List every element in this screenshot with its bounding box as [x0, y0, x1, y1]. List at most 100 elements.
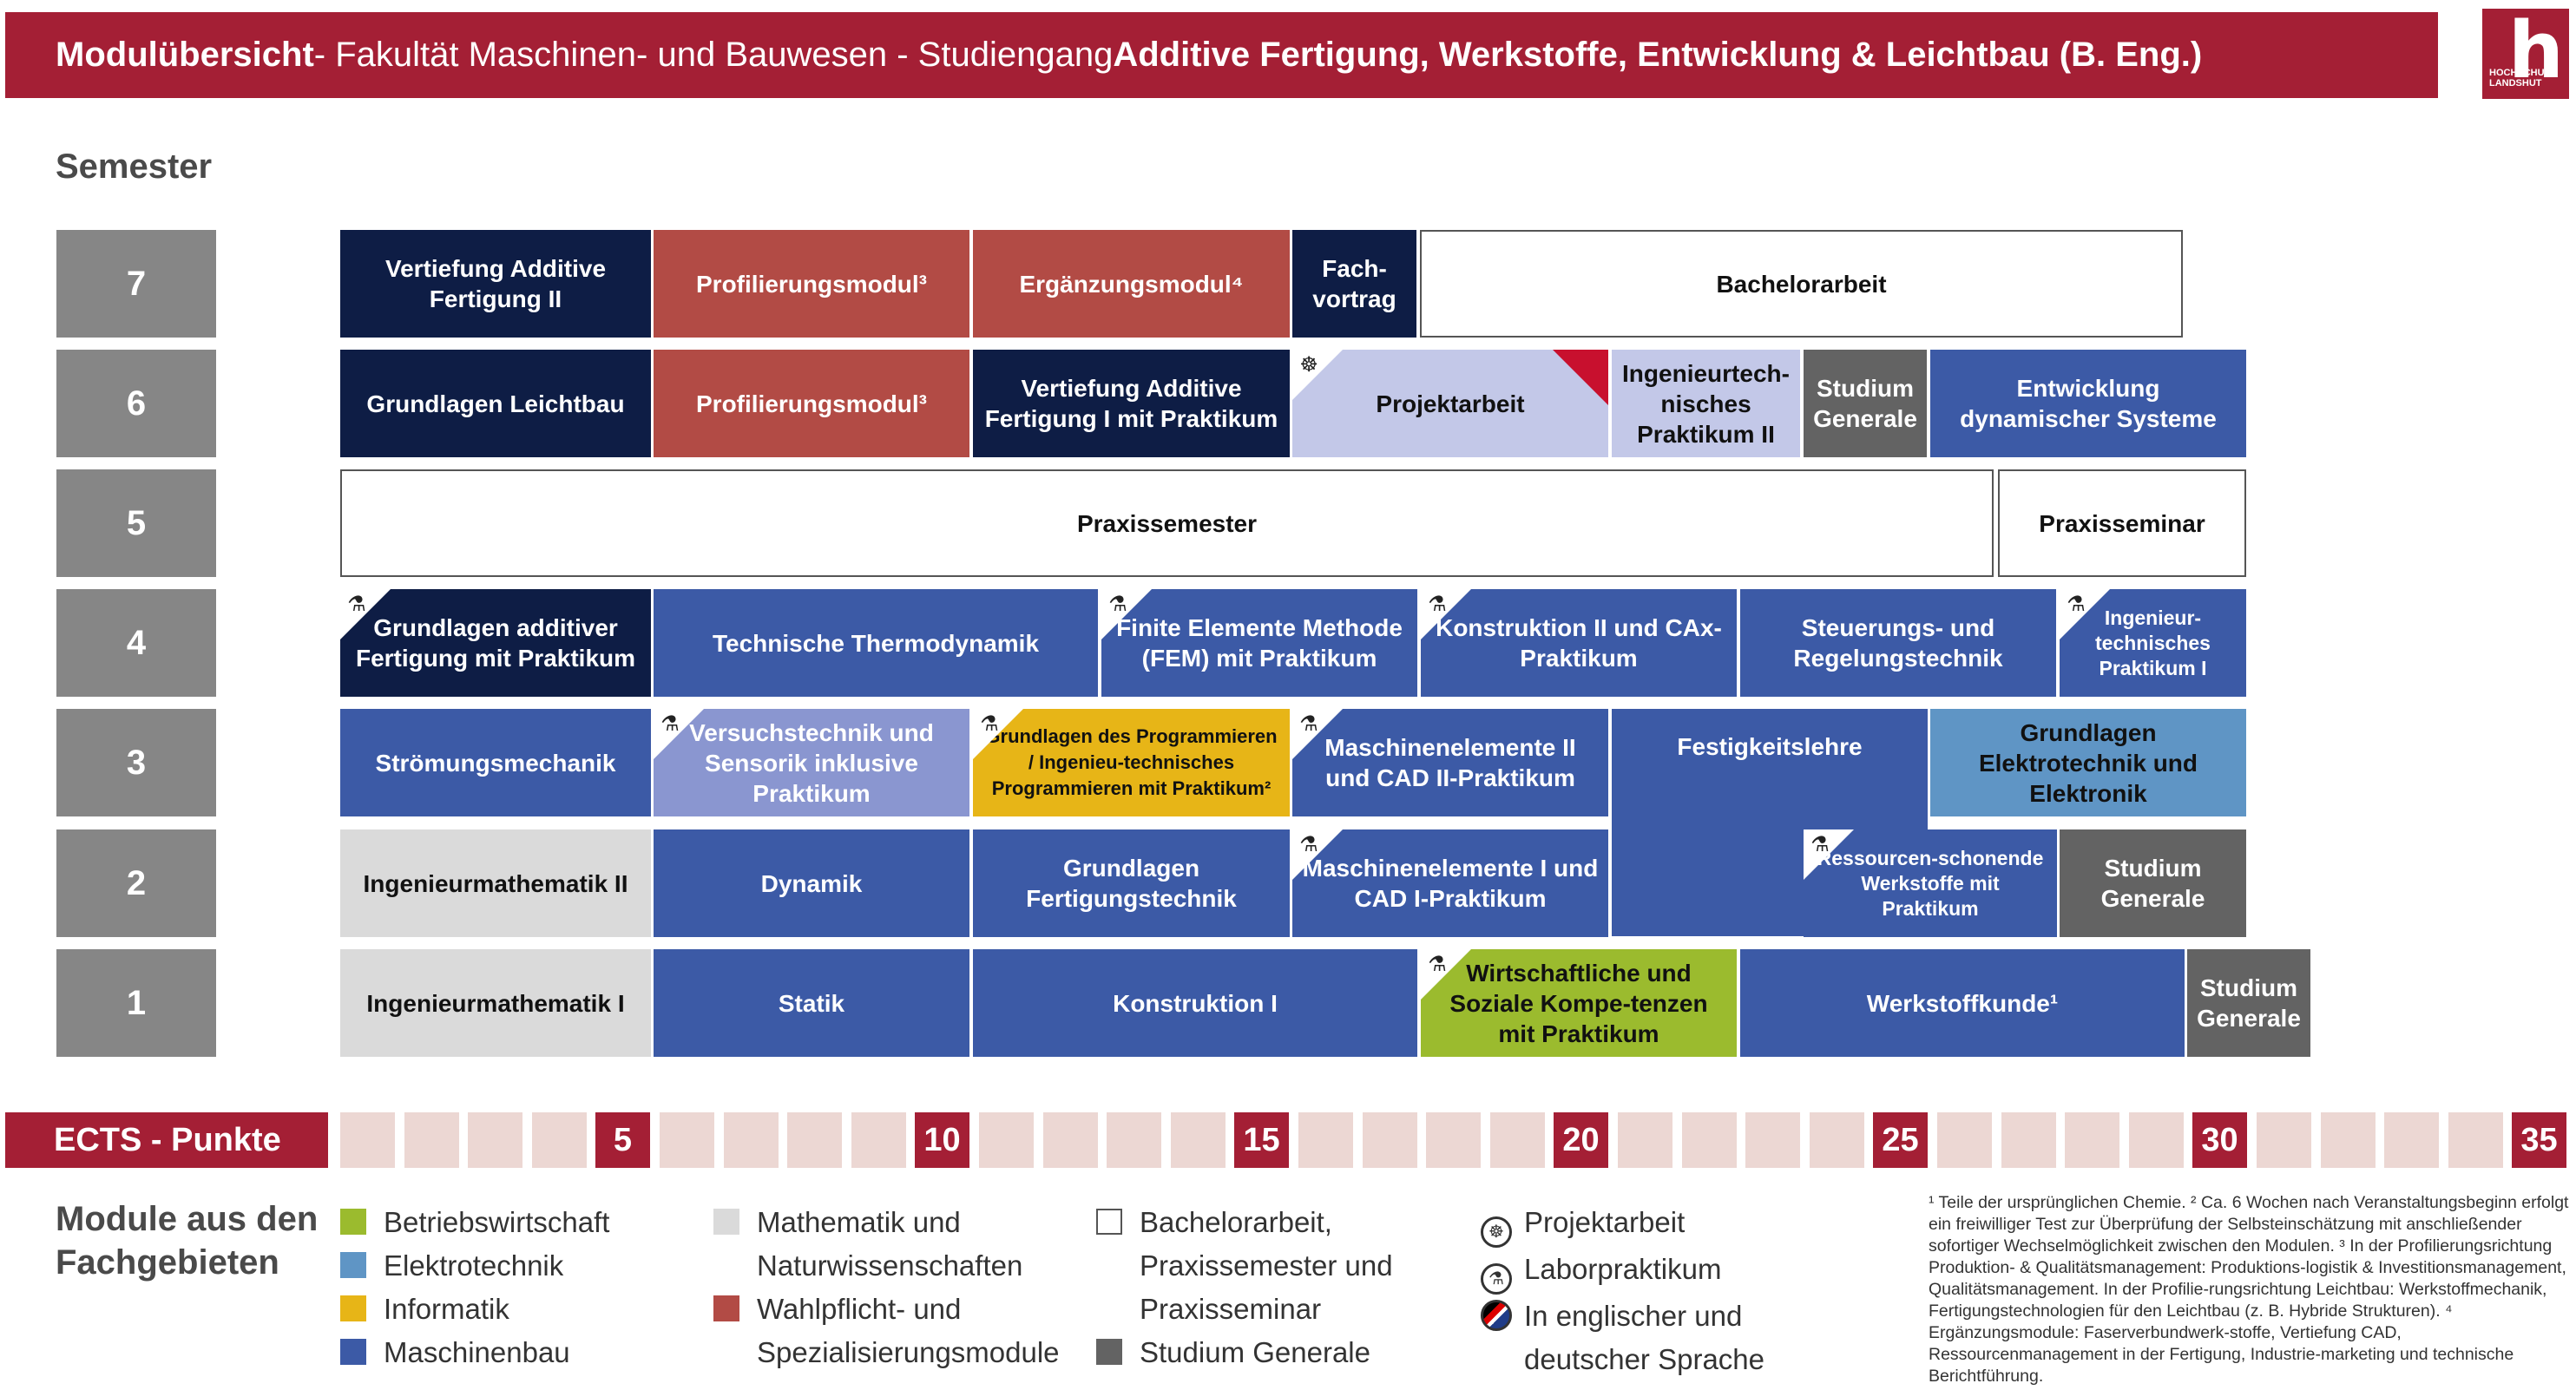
ects-box — [2321, 1112, 2376, 1168]
legend-betriebswirtschaft: Betriebswirtschaft — [340, 1201, 609, 1244]
semester-heading: Semester — [56, 148, 213, 186]
module-versuchstechnik-sensorik: ⚗Versuchstechnik und Sensorik inklusive … — [654, 709, 969, 816]
module-festigkeitslehre: Festigkeitslehre — [1612, 709, 1928, 936]
swatch-icon — [340, 1209, 366, 1235]
swatch-icon — [340, 1295, 366, 1321]
module-profilierungsmodul-6: Profilierungsmodul³ — [654, 350, 969, 457]
semester-7-label: 7 — [56, 230, 216, 338]
module-wirtschaftliche-soziale-kompetenzen: ⚗Wirtschaftliche und Soziale Kompe-tenze… — [1421, 949, 1737, 1057]
module-studium-generale-2: Studium Generale — [2060, 829, 2246, 937]
ects-box — [2001, 1112, 2056, 1168]
ects-box — [532, 1112, 587, 1168]
ects-box — [1810, 1112, 1864, 1168]
lab-icon: ⚗ — [1428, 593, 1447, 616]
lab-icon: ⚗ — [1108, 593, 1127, 616]
semester-5-label: 5 — [56, 469, 216, 577]
module-ingenieurtechnisches-praktikum-2: Ingenieurtech-nisches Praktikum II — [1612, 350, 1800, 457]
legend-maschinenbau: Maschinenbau — [340, 1331, 609, 1374]
lab-icon: ⚗ — [347, 593, 366, 616]
module-fachvortrag: Fach-vortrag — [1292, 230, 1416, 338]
module-ergaenzungsmodul: Ergänzungsmodul⁴ — [973, 230, 1290, 338]
ects-box — [2384, 1112, 2439, 1168]
ects-box — [1426, 1112, 1481, 1168]
ects-box — [1490, 1112, 1545, 1168]
ects-box — [1298, 1112, 1353, 1168]
swatch-icon — [713, 1295, 739, 1321]
module-grundlagen-additiver-fertigung: ⚗Grundlagen additiver Fertigung mit Prak… — [340, 589, 651, 697]
project-icon: ☸ — [1299, 353, 1318, 377]
module-maschinenelemente-2: ⚗Maschinenelemente II und CAD II-Praktik… — [1292, 709, 1608, 816]
module-ingenieurtechnisches-praktikum-1: ⚗Ingenieur-technisches Praktikum I — [2060, 589, 2246, 697]
module-technische-thermodynamik: Technische Thermodynamik — [654, 589, 1098, 697]
semester-4-label: 4 — [56, 589, 216, 697]
module-profilierungsmodul-7: Profilierungsmodul³ — [654, 230, 969, 338]
ects-box — [1937, 1112, 1992, 1168]
module-statik: Statik — [654, 949, 969, 1057]
module-grundlagen-leichtbau: Grundlagen Leichtbau — [340, 350, 651, 457]
module-maschinenelemente-1: ⚗Maschinenelemente I und CAD I-Praktikum — [1292, 829, 1608, 937]
ects-box — [2448, 1112, 2503, 1168]
module-vertiefung-additive-fertigung-1: Vertiefung Additive Fertigung I mit Prak… — [973, 350, 1290, 457]
semester-2-label: 2 — [56, 829, 216, 937]
ects-box — [1745, 1112, 1800, 1168]
ects-box — [2065, 1112, 2119, 1168]
language-flag-icon — [1481, 1300, 1512, 1331]
swatch-icon — [340, 1339, 366, 1365]
module-ressourcenschonende-werkstoffe: ⚗Ressourcen-schonende Werkstoffe mit Pra… — [1804, 829, 2057, 937]
module-praxisseminar: Praxisseminar — [1998, 469, 2246, 577]
ects-label: ECTS - Punkte — [5, 1112, 328, 1168]
module-studium-generale-6: Studium Generale — [1804, 350, 1927, 457]
module-bachelorarbeit: Bachelorarbeit — [1420, 230, 2183, 338]
ects-box — [1043, 1112, 1098, 1168]
lab-icon: ⚗ — [980, 712, 999, 736]
ects-box — [340, 1112, 395, 1168]
legend-elektrotechnik: Elektrotechnik — [340, 1244, 609, 1288]
legend-col-4: ☸Projektarbeit ⚗Laborpraktikum In englis… — [1481, 1201, 1764, 1381]
ects-box — [851, 1112, 906, 1168]
ects-marker-10: 10 — [915, 1112, 969, 1168]
ects-box — [787, 1112, 842, 1168]
ects-box — [2257, 1112, 2311, 1168]
legend-col-2: Mathematik und Naturwissenschaften Wahlp… — [713, 1201, 1060, 1374]
language-flag-icon — [1553, 350, 1608, 405]
semester-1-label: 1 — [56, 949, 216, 1057]
ects-box — [1618, 1112, 1672, 1168]
ects-marker-20: 20 — [1554, 1112, 1608, 1168]
module-konstruktion-1: Konstruktion I — [973, 949, 1417, 1057]
module-entwicklung-dynamischer-systeme: Entwicklung dynamischer Systeme — [1930, 350, 2246, 457]
swatch-icon — [1096, 1339, 1122, 1365]
ects-box — [404, 1112, 459, 1168]
module-praxissemester: Praxissemester — [340, 469, 1994, 577]
module-grundlagen-elektrotechnik: Grundlagen Elektrotechnik und Elektronik — [1930, 709, 2246, 816]
ects-box — [1107, 1112, 1161, 1168]
lab-icon: ⚗ — [1481, 1263, 1512, 1295]
legend-col-3: Bachelorarbeit, Praxissemester und Praxi… — [1096, 1201, 1393, 1374]
semester-3-label: 3 — [56, 709, 216, 816]
ects-box — [468, 1112, 522, 1168]
ects-marker-15: 15 — [1234, 1112, 1289, 1168]
module-stroemungsmechanik: Strömungsmechanik — [340, 709, 651, 816]
module-vertiefung-additive-fertigung-2: Vertiefung Additive Fertigung II — [340, 230, 651, 338]
footnotes: ¹ Teile der ursprünglichen Chemie. ² Ca.… — [1929, 1193, 2569, 1386]
module-konstruktion-2: ⚗Konstruktion II und CAx-Praktikum — [1421, 589, 1737, 697]
swatch-icon — [1096, 1209, 1122, 1235]
legend-col-1: Betriebswirtschaft Elektrotechnik Inform… — [340, 1201, 609, 1374]
module-ingenieurmathematik-2: Ingenieurmathematik II — [340, 829, 651, 937]
module-grundlagen-programmieren: ⚗Grundlagen des Programmieren / Ingenieu… — [973, 709, 1290, 816]
ects-box — [1682, 1112, 1737, 1168]
lab-icon: ⚗ — [1810, 833, 1830, 856]
page-title: Modulübersicht - Fakultät Maschinen- und… — [5, 12, 2438, 98]
lab-icon: ⚗ — [1299, 712, 1318, 736]
ects-marker-35: 35 — [2512, 1112, 2566, 1168]
ects-box — [724, 1112, 779, 1168]
module-werkstoffkunde: Werkstoffkunde¹ — [1740, 949, 2185, 1057]
project-icon: ☸ — [1481, 1216, 1512, 1248]
module-steuerungs-regelungstechnik: Steuerungs- und Regelungstechnik — [1740, 589, 2056, 697]
module-fem: ⚗Finite Elemente Methode (FEM) mit Prakt… — [1101, 589, 1417, 697]
lab-icon: ⚗ — [1299, 833, 1318, 856]
ects-box — [979, 1112, 1034, 1168]
ects-marker-5: 5 — [595, 1112, 650, 1168]
lab-icon: ⚗ — [660, 712, 680, 736]
module-ingenieurmathematik-1: Ingenieurmathematik I — [340, 949, 651, 1057]
